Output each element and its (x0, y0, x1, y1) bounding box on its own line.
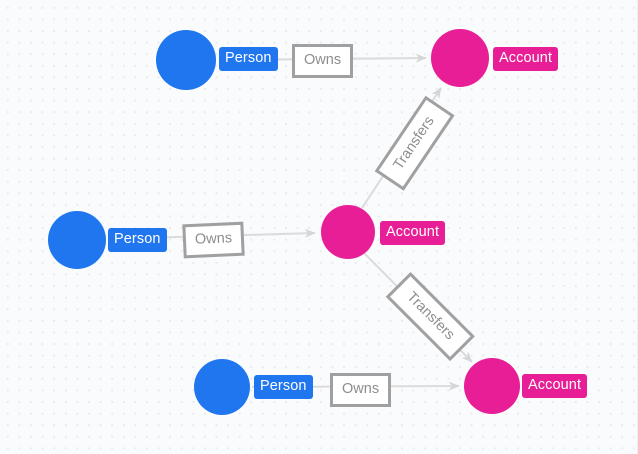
node-account-2[interactable] (321, 205, 375, 259)
node-account-1[interactable] (431, 29, 489, 87)
node-person-2[interactable] (48, 211, 106, 269)
node-label-person-2: Person (108, 228, 167, 252)
node-label-account-1: Account (493, 47, 559, 71)
node-person-3[interactable] (194, 359, 250, 415)
edge-label-transfers-1[interactable]: Transfers (374, 96, 455, 191)
edge-label-owns-3[interactable]: Owns (330, 373, 392, 407)
node-person-1[interactable] (156, 30, 216, 90)
node-account-3[interactable] (464, 358, 520, 414)
edge-label-transfers-2[interactable]: Transfers (386, 271, 475, 361)
edge-label-owns-1[interactable]: Owns (292, 44, 354, 78)
node-label-person-3: Person (254, 375, 313, 399)
node-label-person-1: Person (219, 47, 278, 71)
node-label-account-3: Account (522, 374, 588, 398)
node-label-account-2: Account (380, 221, 446, 245)
edge-label-owns-2[interactable]: Owns (182, 221, 245, 258)
